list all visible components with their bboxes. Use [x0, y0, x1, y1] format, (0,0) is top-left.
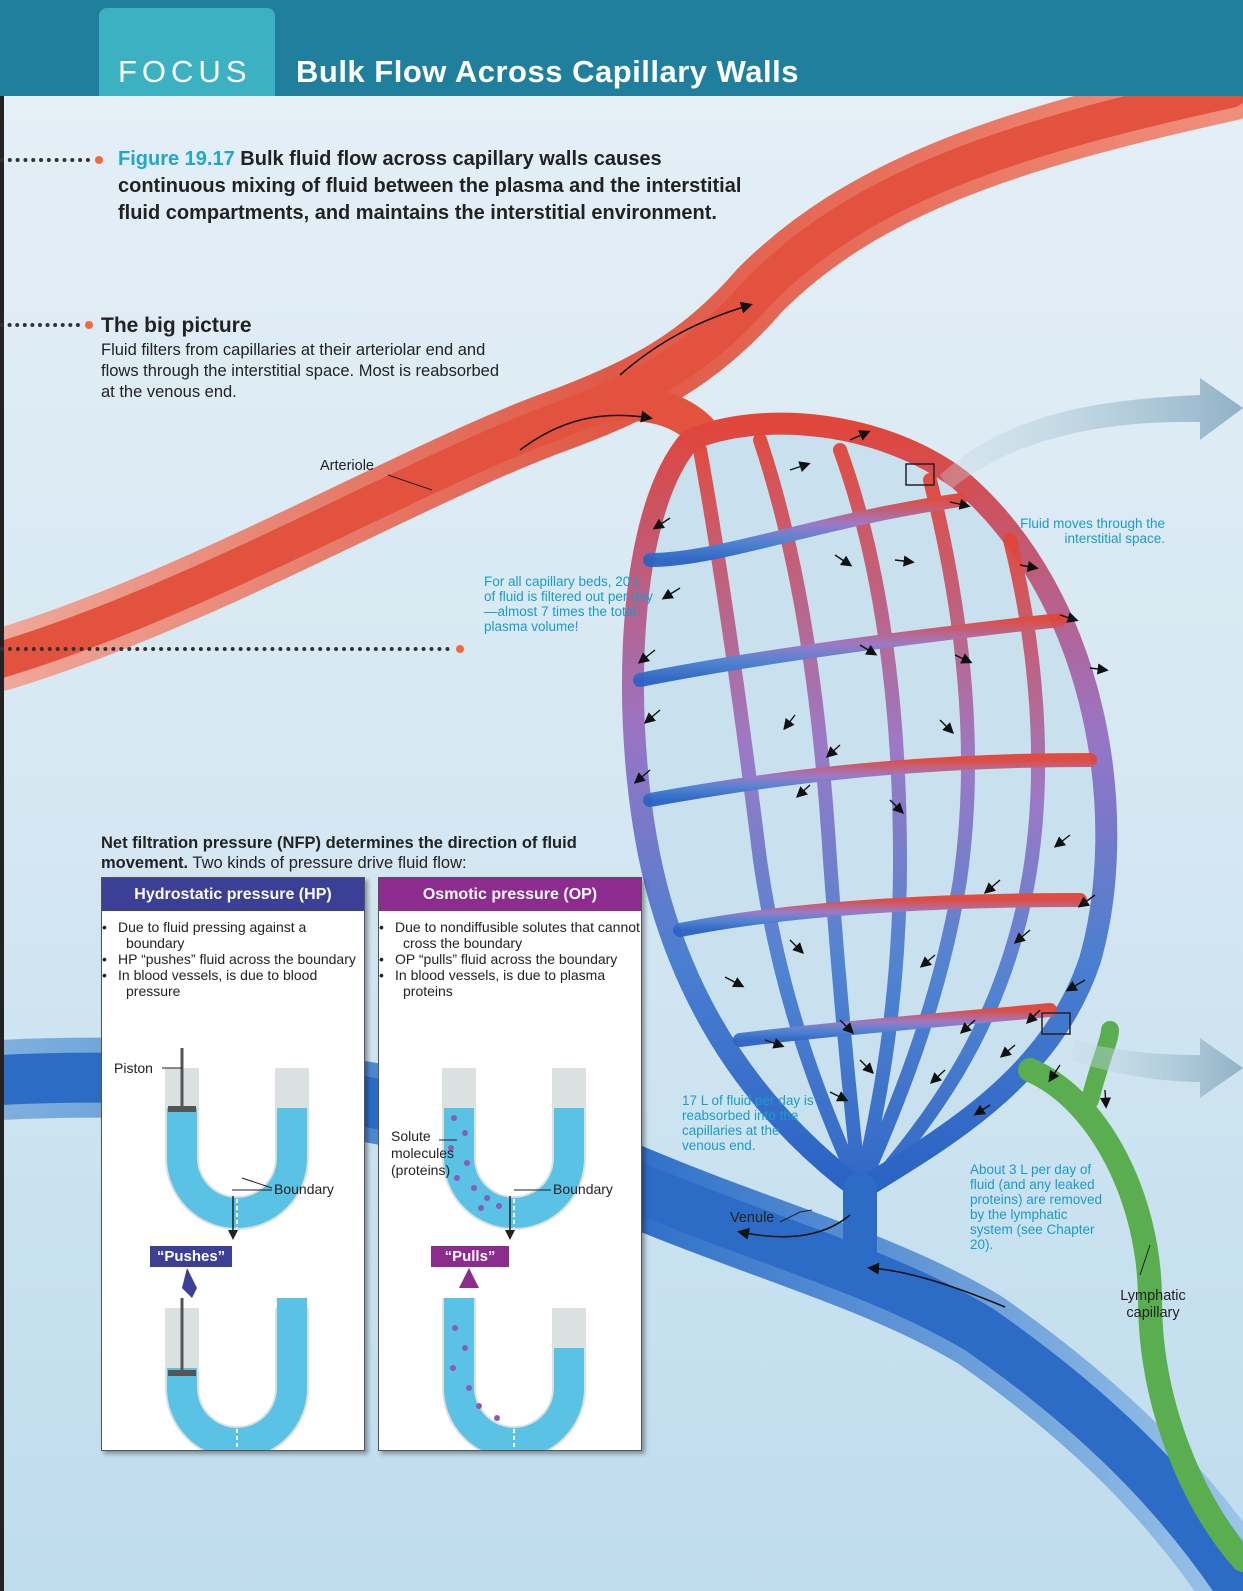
op-bullets: Due to nondiffusible solutes that cannot… [379, 919, 641, 999]
op-boundary-label: Boundary [553, 1181, 613, 1198]
pulls-tag: “Pulls” [431, 1246, 509, 1267]
big-picture-heading: The big picture [101, 314, 252, 338]
big-picture-leader [0, 323, 80, 327]
reabsorbed-note: 17 L of fluid per day is reabsorbed into… [682, 1093, 822, 1153]
hydrostatic-pressure-panel: Hydrostatic pressure (HP) Due to fluid p… [101, 877, 365, 1451]
interstitial-note: Fluid moves through the interstitial spa… [1005, 516, 1165, 546]
lymph-removed-note: About 3 L per day of fluid (and any leak… [970, 1162, 1110, 1252]
piston-label: Piston [114, 1060, 153, 1077]
hp-bullets: Due to fluid pressing against a boundary… [102, 919, 364, 999]
hp-bullet-1: Due to fluid pressing against a boundary [118, 919, 364, 951]
figure-number: Figure 19.17 [118, 148, 235, 170]
page-title: Bulk Flow Across Capillary Walls [296, 54, 799, 90]
lymphatic-label: Lymphatic capillary [1108, 1288, 1198, 1322]
op-bullet-1: Due to nondiffusible solutes that cannot… [395, 919, 641, 951]
arteriole-label: Arteriole [320, 458, 374, 475]
caption-leader [0, 158, 90, 162]
nfp-statement: Net filtration pressure (NFP) determines… [101, 833, 641, 873]
pushes-tag: “Pushes” [150, 1246, 232, 1267]
caption-bullet [95, 156, 103, 164]
venule-label: Venule [730, 1210, 774, 1227]
op-bullet-3: In blood vessels, is due to plasma prote… [395, 967, 641, 999]
nfp-rest: Two kinds of pressure drive fluid flow: [188, 854, 467, 872]
filtered-note: For all capillary beds, 20 L of fluid is… [484, 574, 654, 634]
solute-label: Solute molecules (proteins) [391, 1128, 461, 1179]
page-edge-bar [0, 96, 4, 1591]
hp-bullet-3: In blood vessels, is due to blood pressu… [118, 967, 364, 999]
big-picture-text: Fluid filters from capillaries at their … [101, 340, 501, 403]
filtered-bullet [456, 645, 464, 653]
hp-boundary-label: Boundary [274, 1181, 334, 1198]
focus-label: FOCUS [118, 54, 252, 90]
figure-caption: Figure 19.17 Bulk fluid flow across capi… [118, 146, 768, 227]
filtered-leader [0, 647, 450, 651]
osmotic-pressure-panel: Osmotic pressure (OP) Due to nondiffusib… [378, 877, 642, 1451]
big-picture-bullet [85, 321, 93, 329]
hp-bullet-2: HP “pushes” fluid across the boundary [118, 951, 364, 967]
op-bullet-2: OP “pulls” fluid across the boundary [395, 951, 641, 967]
